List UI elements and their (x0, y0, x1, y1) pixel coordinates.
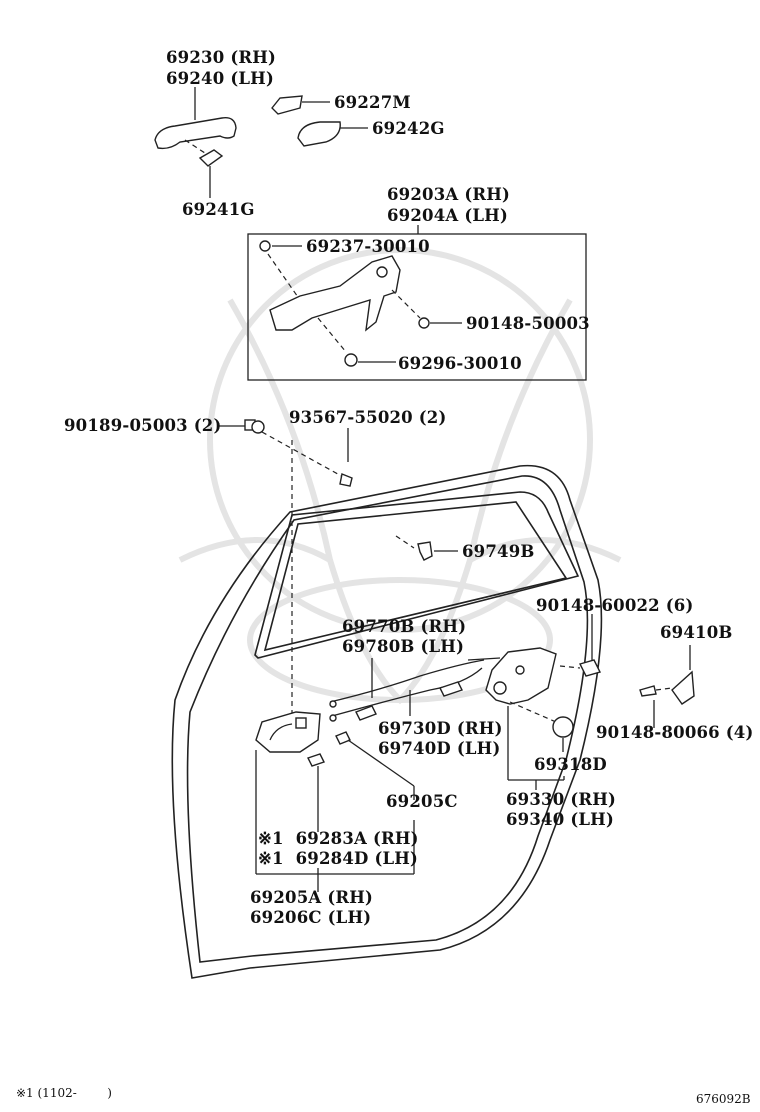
clips-group (218, 419, 353, 740)
bolt-90148-50003[interactable] (418, 317, 430, 329)
label-69206C[interactable]: 69206C (LH) (250, 908, 372, 927)
screw-69296[interactable] (344, 353, 358, 367)
label-90189-05003[interactable]: 90189-05003 (2) (64, 416, 222, 435)
bolt-90148-80066[interactable] (639, 685, 657, 697)
screw-69237[interactable] (259, 240, 271, 252)
bracket-group (395, 535, 458, 561)
label-69283A[interactable]: ※1 69283A (RH) (258, 829, 419, 848)
label-69230[interactable]: 69230 (RH) (166, 48, 277, 67)
handle-cap[interactable] (271, 95, 303, 115)
label-69237-30010[interactable]: 69237-30010 (306, 237, 430, 256)
label-69203A[interactable]: 69203A (RH) (387, 185, 511, 204)
outer-handle[interactable] (154, 117, 237, 150)
outer-handle-group (154, 87, 368, 198)
label-69204A[interactable]: 69204A (LH) (387, 206, 508, 225)
handle-frame[interactable] (269, 255, 401, 332)
clip-69205C[interactable] (335, 731, 351, 745)
door-lock[interactable] (485, 647, 557, 705)
screw-93567[interactable] (339, 473, 353, 487)
label-69770B[interactable]: 69770B (RH) (342, 617, 467, 636)
lock-group (467, 614, 695, 790)
diagram-code: 676092B (696, 1092, 751, 1106)
bracket-69749B[interactable] (417, 541, 433, 561)
label-69740D[interactable]: 69740D (LH) (378, 739, 501, 758)
footnote: ※1 (1102- ) (16, 1086, 112, 1100)
label-69240[interactable]: 69240 (LH) (166, 69, 274, 88)
lock-cover[interactable] (552, 716, 574, 738)
watermark-emblem (178, 247, 622, 705)
inside-handle-group (255, 711, 415, 892)
label-69780B[interactable]: 69780B (LH) (342, 637, 465, 656)
label-69410B[interactable]: 69410B (660, 623, 733, 642)
striker-69410B[interactable] (671, 670, 695, 705)
label-93567-55020[interactable]: 93567-55020 (2) (289, 408, 447, 427)
label-69296-30010[interactable]: 69296-30010 (398, 354, 522, 373)
door-outline (171, 464, 603, 979)
label-69205A[interactable]: 69205A (RH) (250, 888, 374, 907)
bolt-90148-60022[interactable] (578, 659, 602, 677)
label-69242G[interactable]: 69242G (372, 119, 445, 138)
label-69318D[interactable]: 69318D (534, 755, 607, 774)
handle-gasket[interactable] (297, 121, 341, 147)
cables-group (329, 658, 485, 722)
label-69227M[interactable]: 69227M (334, 93, 411, 112)
label-90148-80066[interactable]: 90148-80066 (4) (596, 723, 754, 742)
label-69340[interactable]: 69340 (LH) (506, 810, 614, 829)
label-90148-60022[interactable]: 90148-60022 (6) (536, 596, 694, 615)
cap-69283A[interactable] (307, 753, 325, 767)
label-69205C[interactable]: 69205C (386, 792, 458, 811)
handle-frame-group (247, 225, 587, 381)
label-69241G[interactable]: 69241G (182, 200, 255, 219)
label-69330[interactable]: 69330 (RH) (506, 790, 617, 809)
label-69284D[interactable]: ※1 69284D (LH) (258, 849, 419, 868)
label-69749B[interactable]: 69749B (462, 542, 535, 561)
label-69730D[interactable]: 69730D (RH) (378, 719, 503, 738)
handle-pad[interactable] (198, 149, 224, 167)
label-90148-50003[interactable]: 90148-50003 (466, 314, 590, 333)
inside-handle[interactable] (255, 711, 321, 753)
